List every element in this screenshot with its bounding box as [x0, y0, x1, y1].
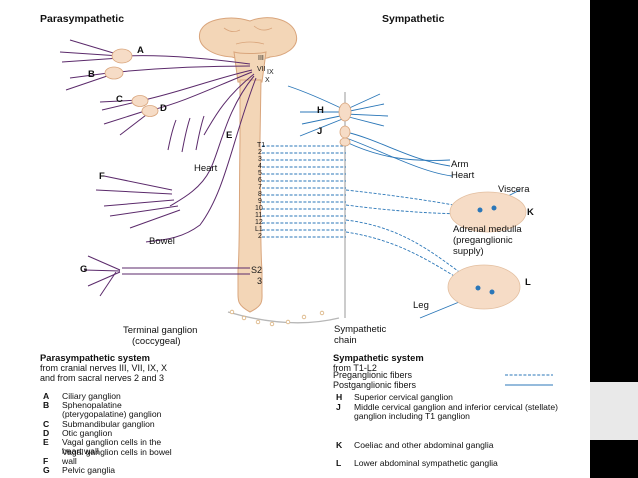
segment-9: 9	[258, 198, 262, 205]
key-g-letter: G	[43, 465, 50, 475]
parasympathetic-system-body2: and from sacral nerves 2 and 3	[40, 373, 165, 383]
label-leg: Leg	[413, 300, 429, 311]
cranial-nerve-vii: VII	[257, 66, 266, 73]
ganglion-label-j: J	[317, 126, 323, 137]
segment-4: 4	[258, 163, 262, 170]
key-region-ganglia	[475, 205, 497, 295]
ganglion-label-b: B	[88, 69, 95, 80]
ganglion-label-d: D	[160, 103, 167, 114]
segment-l1: L1	[255, 226, 263, 233]
segment-2: 2	[258, 149, 262, 156]
segment-s2: S2	[251, 265, 263, 275]
label-chain: chain	[334, 335, 357, 346]
ganglion-label-c: C	[116, 94, 123, 105]
ganglion-label-g: G	[80, 264, 88, 275]
key-l-text: Lower abdominal sympathetic ganglia	[354, 458, 498, 468]
parasympathetic-system-title: Parasympathetic system	[40, 352, 150, 363]
label-coccygeal: (coccygeal)	[132, 336, 181, 347]
ganglion-label-f: F	[99, 171, 105, 182]
sympathetic-system-body: from T1-L2	[333, 363, 377, 373]
cranial-nerve-iii: III	[258, 55, 264, 62]
key-h-text: Superior cervical ganglion	[354, 392, 453, 402]
terminal-ganglion-chain-dots	[229, 309, 325, 327]
segment-12: 12	[255, 219, 263, 226]
label-adrenal-sub2: supply)	[453, 246, 484, 257]
parasympathetic-title: Parasympathetic	[40, 13, 125, 25]
sympathetic-postganglionic-fibers	[287, 85, 523, 319]
segment-6: 6	[258, 177, 262, 184]
key-b-letter: B	[43, 400, 50, 410]
key-a-letter: A	[43, 391, 50, 401]
brain-folds	[223, 25, 273, 45]
key-b-text: Sphenopalatine (pterygopalatine) ganglio…	[62, 400, 162, 420]
postganglionic-legend-label: Postganglionic fibers	[333, 380, 417, 390]
sympathetic-system-title: Sympathetic system	[333, 352, 424, 363]
key-c-text: Submandibular ganglion	[62, 419, 155, 429]
key-j-text: Middle cervical ganglion and inferior ce…	[354, 402, 558, 422]
key-j-letter: J	[336, 402, 341, 412]
label-arm: Arm	[451, 159, 469, 170]
label-viscera: Viscera	[498, 184, 530, 195]
key-l-letter: L	[336, 458, 342, 468]
label-bowel: Bowel	[149, 236, 175, 247]
label-heart-right: Heart	[451, 170, 475, 181]
ganglion-label-e: E	[226, 130, 233, 141]
spinal-cord	[237, 79, 263, 313]
sympathetic-ganglia	[338, 102, 352, 147]
segment-10: 10	[255, 205, 263, 212]
segment-t1: T1	[257, 142, 266, 149]
lower-abdominal-ganglia-region	[447, 264, 521, 310]
key-k-text: Coeliac and other abdominal ganglia	[354, 440, 494, 450]
segment-s3: 3	[257, 276, 263, 286]
ganglion-label-l: L	[525, 277, 531, 288]
label-heart-left: Heart	[194, 163, 218, 174]
segment-l2: 2	[258, 233, 262, 240]
key-h-letter: H	[336, 392, 343, 402]
preganglionic-legend-label: Preganglionic fibers	[333, 370, 413, 380]
right-grey-box	[590, 382, 638, 440]
coeliac-ganglia-region	[449, 191, 527, 233]
key-g-text: Pelvic ganglia	[62, 465, 116, 475]
cranial-nerve-ix: IX	[267, 69, 274, 76]
parasympathetic-cranial-fibers	[59, 39, 257, 243]
key-k-letter: K	[336, 440, 343, 450]
segment-7: 7	[258, 184, 262, 191]
label-terminal-ganglion: Terminal ganglion	[123, 325, 198, 336]
ganglion-label-k: K	[527, 207, 534, 218]
key-e-text: Vagal ganglion cells in the heart wall	[62, 437, 162, 457]
autonomic-nervous-system-diagram	[59, 17, 553, 386]
parasympathetic-sacral-fibers	[83, 255, 250, 297]
parasympathetic-ganglia	[104, 48, 159, 117]
key-e-letter: E	[43, 437, 49, 447]
label-adrenal-sub1: (preganglionic	[453, 235, 513, 246]
segment-5: 5	[258, 170, 262, 177]
key-d-text: Otic ganglion	[62, 428, 113, 438]
label-sympathetic-chain: Sympathetic	[334, 324, 387, 335]
segment-11: 11	[255, 212, 263, 219]
key-f-text: Vagal ganglion cells in bowel wall	[62, 447, 172, 467]
segment-3: 3	[258, 156, 262, 163]
key-d-letter: D	[43, 428, 50, 438]
ganglion-label-a: A	[137, 45, 144, 56]
key-c-letter: C	[43, 419, 50, 429]
segment-8: 8	[258, 191, 262, 198]
cranial-nerve-x: X	[265, 77, 270, 84]
brain	[198, 17, 298, 83]
label-adrenal-medulla: Adrenal medulla	[453, 224, 522, 235]
key-f-letter: F	[43, 456, 49, 466]
sympathetic-title: Sympathetic	[382, 13, 445, 25]
key-a-text: Ciliary ganglion	[62, 391, 121, 401]
parasympathetic-system-body1: from cranial nerves III, VII, IX, X	[40, 363, 168, 373]
ganglion-label-h: H	[317, 105, 324, 116]
